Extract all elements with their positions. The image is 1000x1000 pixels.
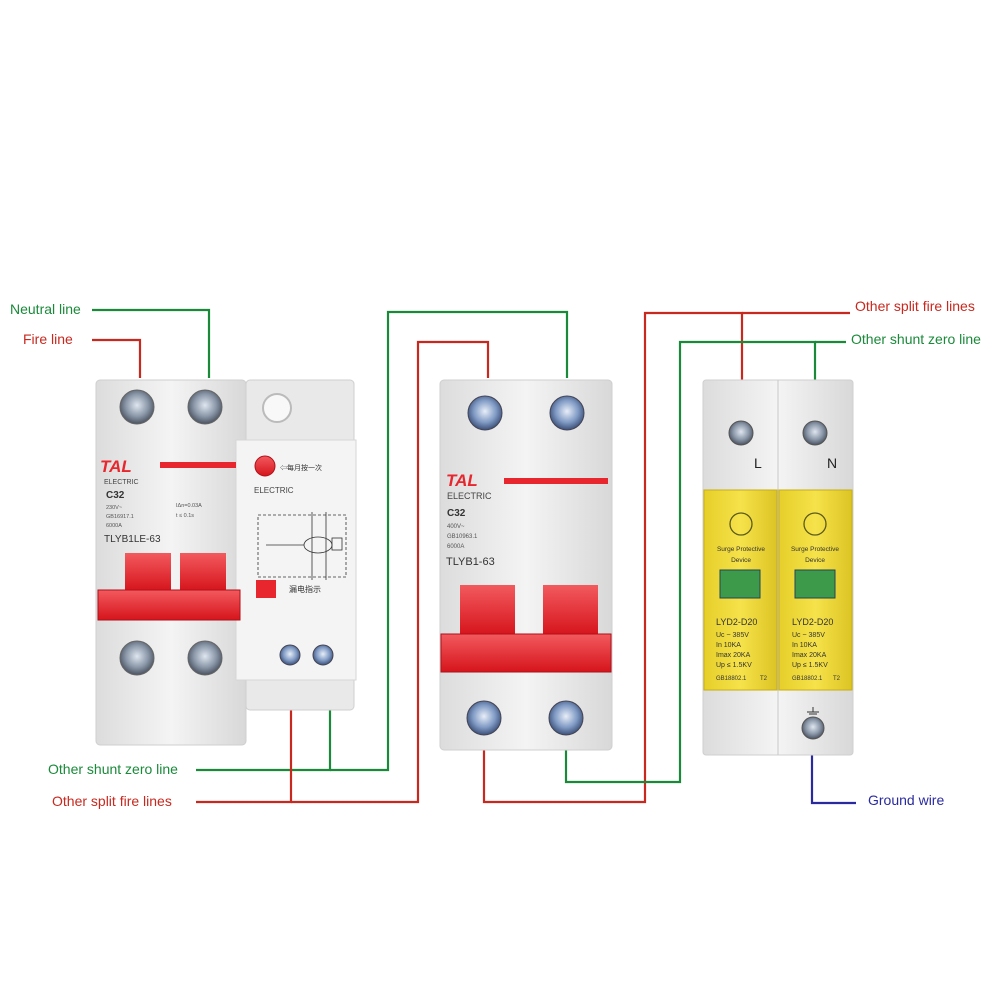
right-shunt-zero-label: Other shunt zero line (851, 331, 981, 347)
mcb-rating: C32 (447, 508, 466, 519)
spd-uc-left: Uc ~ 385V (716, 632, 749, 639)
spd-in-right: In 10KA (792, 642, 817, 649)
spd-up-right: Up ≤ 1.5KV (792, 662, 828, 669)
spd-model-right: LYD2-D20 (792, 617, 833, 627)
mcb-to-spd-neutral-wire (564, 340, 817, 784)
rcbo-aux-terminal-2[interactable] (312, 644, 334, 666)
ground-wire (810, 755, 856, 805)
spd-class-left: T2 (760, 676, 768, 682)
rcbo-standard: GB16917.1 (106, 514, 134, 520)
spd-class-right: T2 (833, 676, 841, 682)
spd-standard-right: GB18802.1 (792, 676, 823, 682)
mcb-voltage: 400V~ (447, 524, 465, 530)
spd-model-left: LYD2-D20 (716, 617, 757, 627)
spd-terminal-l-label: L (754, 455, 762, 471)
rcbo-brand: TAL (100, 457, 132, 476)
rcbo-indicator-label: 漏电指示 (289, 584, 321, 594)
left-split-fire-label: Other split fire lines (52, 793, 172, 809)
spd-in-left: In 10KA (716, 642, 741, 649)
spd-imax-right: Imax 20KA (792, 652, 827, 659)
rcbo-to-mcb-neutral-wire (330, 310, 569, 772)
rcbo-terminal-1-top[interactable] (119, 389, 155, 425)
spd-status-window-left (719, 569, 761, 599)
mcb-brand: TAL (446, 471, 478, 490)
spd-up-left: Up ≤ 1.5KV (716, 662, 752, 669)
mcb-handle-bar[interactable] (440, 633, 612, 673)
rcbo-test-brand: ELECTRIC (254, 486, 294, 495)
spd-status-window-right (794, 569, 836, 599)
mcb-toggle-right[interactable] (543, 585, 598, 635)
fire-line-label: Fire line (23, 331, 73, 347)
rcbo-aux-terminal-1[interactable] (279, 644, 301, 666)
spd-device-label-1a: Surge Protective (717, 546, 765, 553)
ground-symbol-icon (807, 707, 819, 715)
mcb-terminal-2-top[interactable] (549, 395, 585, 431)
rcbo-circuit-schematic-icon (257, 512, 347, 580)
spd-terminal-n[interactable] (802, 420, 828, 446)
rcbo-terminal-2-top[interactable] (187, 389, 223, 425)
rcbo-handle-bar[interactable] (97, 589, 241, 621)
mcb-standard: GB10963.1 (447, 534, 478, 540)
rcbo-trip-time: t ≤ 0.1s (176, 513, 194, 519)
rcbo-test-indicator-icon[interactable] (254, 455, 276, 477)
ground-wire-label: Ground wire (868, 792, 945, 808)
spd-device-label-1b: Surge Protective (791, 546, 839, 553)
mcb-terminal-1-bottom[interactable] (466, 700, 502, 736)
rcbo-breaker: TAL ELECTRIC C32 230V~ GB16917.1 6000A I… (95, 379, 357, 746)
spd-standard-left: GB18802.1 (716, 676, 747, 682)
rcbo-terminal-1-bottom[interactable] (119, 640, 155, 676)
right-split-fire-label: Other split fire lines (855, 298, 975, 314)
mcb-terminal-2-bottom[interactable] (548, 700, 584, 736)
rcbo-toggle-left[interactable] (125, 553, 171, 591)
spd-ground-terminal[interactable] (801, 716, 825, 740)
mcb-brand-sub: ELECTRIC (447, 491, 492, 501)
spd-terminal-l[interactable] (728, 420, 754, 446)
rcbo-leak-spec: IΔn=0.03A (176, 503, 202, 509)
mcb-breaking: 6000A (447, 544, 464, 550)
rcbo-terminal-2-bottom[interactable] (187, 640, 223, 676)
mcb-breaker: TAL ELECTRIC C32 400V~ GB10963.1 6000A T… (439, 379, 613, 751)
rcbo-rating: C32 (106, 490, 125, 501)
rcbo-to-mcb-fire-wire (291, 340, 490, 804)
rcbo-leak-indicator (256, 580, 276, 598)
mcb-toggle-left[interactable] (460, 585, 515, 635)
spd-uc-right: Uc ~ 385V (792, 632, 825, 639)
spd-imax-left: Imax 20KA (716, 652, 751, 659)
neutral-line-label: Neutral line (10, 301, 81, 317)
mcb-model: TLYB1-63 (446, 556, 495, 568)
surge-protective-device: L N Surge Protective Device Surge Protec… (702, 379, 854, 756)
neutral-line-wire (92, 308, 211, 378)
rcbo-brand-sub: ELECTRIC (104, 479, 139, 486)
rcbo-breaking: 6000A (106, 523, 122, 529)
spd-logo-icon (729, 512, 827, 536)
rcbo-toggle-right[interactable] (180, 553, 226, 591)
left-shunt-zero-label: Other shunt zero line (48, 761, 178, 777)
spd-device-label-2b: Device (805, 557, 825, 564)
rcbo-test-note: ⇦每月按一次 (280, 463, 322, 472)
rcbo-voltage: 230V~ (106, 505, 122, 511)
fire-line-wire (92, 338, 142, 378)
mcb-terminal-1-top[interactable] (467, 395, 503, 431)
spd-device-label-2a: Device (731, 557, 751, 564)
rcbo-test-button[interactable] (262, 393, 292, 423)
wires (92, 308, 856, 805)
mcb-to-spd-fire-wire (482, 311, 744, 804)
rcbo-model: TLYB1LE-63 (104, 534, 161, 545)
spd-terminal-n-label: N (827, 455, 837, 471)
